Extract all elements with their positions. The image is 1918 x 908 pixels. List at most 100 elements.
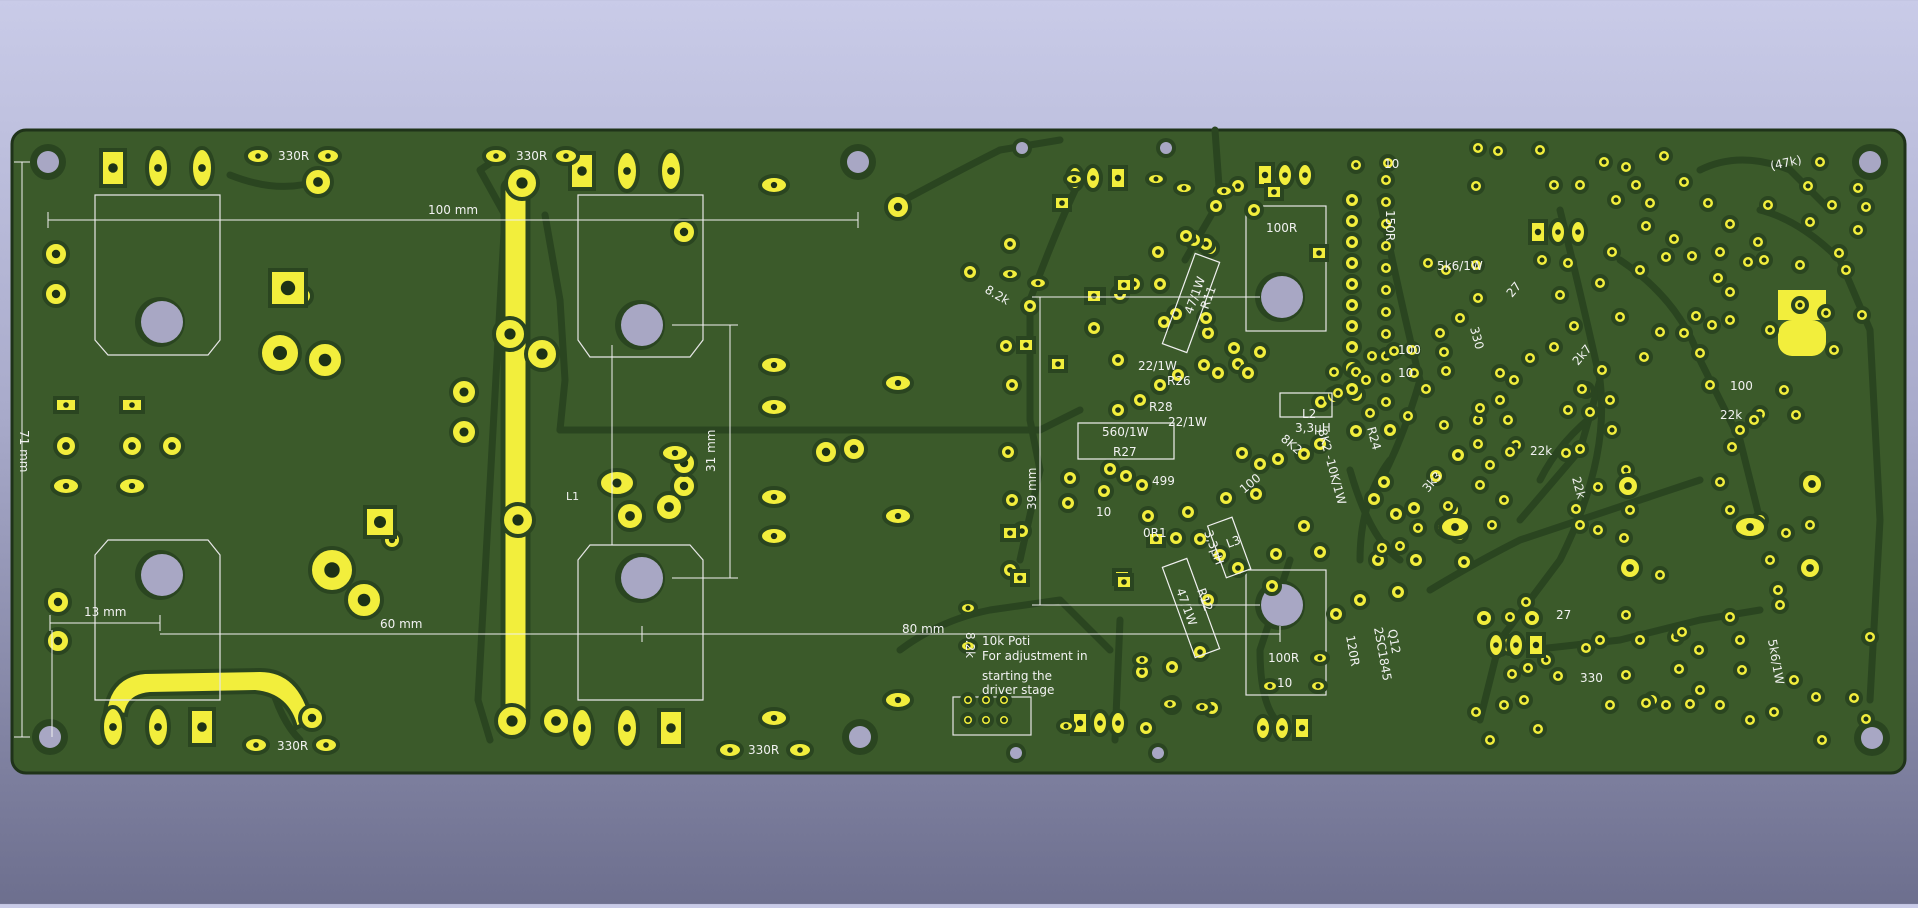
pad-drill [1609, 427, 1615, 433]
pad-drill [324, 562, 340, 578]
pad-drill [612, 478, 622, 488]
pad-drill [849, 444, 859, 454]
pad-drill [255, 153, 261, 159]
label-22k-a: 22k [1720, 408, 1742, 422]
pad-drill [1647, 200, 1653, 206]
pad-drill [1425, 260, 1431, 266]
note-line-3: starting the [982, 669, 1052, 683]
pad-drill [1433, 473, 1439, 479]
pad-drill [1543, 657, 1549, 663]
pad-drill [1555, 673, 1561, 679]
label-100-a: 100 [1398, 343, 1421, 357]
pad-drill [1851, 695, 1857, 701]
pad-drill [1273, 551, 1279, 557]
pad-drill [1067, 475, 1073, 481]
pad-drill [1231, 345, 1237, 351]
pad-drill [1055, 361, 1061, 367]
silkscreen-text: 100 mm 71 mm 13 mm 60 mm 80 mm 330R 330R… [84, 149, 1803, 757]
pad-drill [1379, 545, 1385, 551]
pad-drill [1661, 153, 1667, 159]
pad-drill [1097, 720, 1103, 726]
square-pads [53, 148, 1548, 748]
pad-drill [770, 714, 778, 722]
pad-drill [679, 227, 689, 237]
pad-drill [1349, 281, 1355, 287]
pad-drill [1565, 407, 1571, 413]
pad-drill [1197, 536, 1203, 542]
pad-square [268, 268, 308, 308]
pad-drill [1793, 412, 1799, 418]
pad-drill [1301, 451, 1307, 457]
pad-drill [667, 167, 675, 175]
pad-drill [1627, 507, 1633, 513]
pad-drill [1383, 375, 1389, 381]
pad-drill [1445, 503, 1451, 509]
label-l2-val: 3,3µH [1295, 421, 1331, 435]
pad-drill [1565, 260, 1571, 266]
pad-drill [1501, 497, 1507, 503]
pad-drill [1349, 302, 1355, 308]
pad-drill [1235, 361, 1241, 367]
pad-drill [1489, 522, 1495, 528]
pad-drill [1817, 159, 1823, 165]
pad-drill [1717, 479, 1723, 485]
pad-drill [1521, 697, 1527, 703]
pad-drill [51, 289, 61, 299]
pad-drill [1393, 511, 1399, 517]
pad-drill [727, 747, 733, 753]
pad-drill [1161, 319, 1167, 325]
pad-drill [1475, 295, 1481, 301]
pad-drill [1480, 614, 1488, 622]
pad-drill [1739, 667, 1745, 673]
pad-drill [1185, 509, 1191, 515]
pad-drill [1831, 347, 1837, 353]
pad-drill [1203, 241, 1209, 247]
pad-drill [1143, 725, 1149, 731]
pad-drill [1599, 367, 1605, 373]
pad-drill [1331, 369, 1337, 375]
pad-drill [1577, 522, 1583, 528]
label-l1: L1 [566, 490, 579, 503]
pad-drill [1251, 207, 1257, 213]
pad-drill [551, 716, 561, 726]
pad-drill [1555, 229, 1561, 235]
oval-pads [50, 146, 1768, 760]
pad-drill [459, 387, 469, 397]
pad-drill [1114, 174, 1122, 182]
pad-drill [1473, 262, 1479, 268]
pad-drill [983, 717, 989, 723]
pad-drill [1001, 697, 1007, 703]
pad-drill [1859, 312, 1865, 318]
pad-drill [1609, 249, 1615, 255]
pad-drill [1855, 227, 1861, 233]
label-0r1: 0R1 [1143, 526, 1167, 540]
pad-drill [1157, 382, 1163, 388]
pad-drill [1455, 452, 1461, 458]
pad-drill [797, 747, 803, 753]
pad-drill [770, 181, 778, 189]
pad-drill [1091, 293, 1097, 299]
pad-drill [1637, 267, 1643, 273]
label-330r-b: 330R [516, 149, 547, 163]
pad-drill [983, 697, 989, 703]
pad-drill [1829, 202, 1835, 208]
pad-drill [1139, 669, 1145, 675]
pad-drill [1681, 330, 1687, 336]
pad-drill [357, 593, 371, 607]
pad-drill [1855, 185, 1861, 191]
pad-drill [563, 153, 569, 159]
label-10-b: 10 [1277, 676, 1292, 690]
pad-drill [1363, 377, 1369, 383]
pad-drill [1199, 704, 1205, 710]
pad-drill [1007, 530, 1013, 536]
pad-drill [1317, 441, 1323, 447]
pad-drill [154, 723, 162, 731]
pad-drill [1727, 289, 1733, 295]
pad-drill [1613, 197, 1619, 203]
pad-drill [1583, 645, 1589, 651]
pad-drill [1771, 709, 1777, 715]
pad-drill [318, 353, 332, 367]
pad-drill [1746, 523, 1754, 531]
